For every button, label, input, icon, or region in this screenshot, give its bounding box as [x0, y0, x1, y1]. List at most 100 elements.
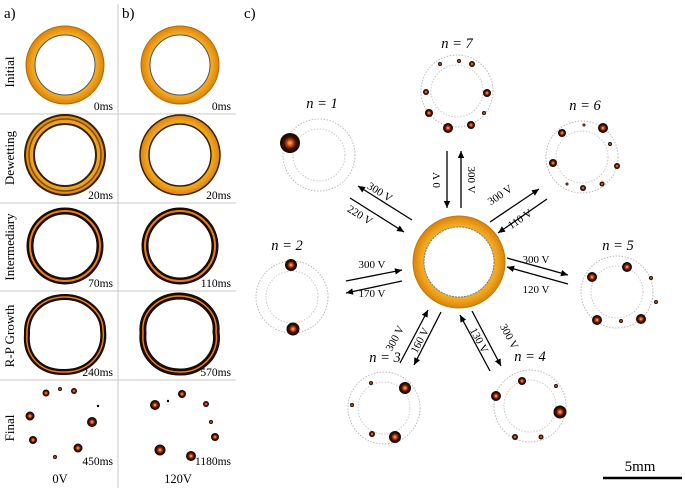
time-a-0: 0ms [94, 101, 114, 113]
droplet [443, 123, 453, 133]
state-label-n2: n = 2 [271, 238, 303, 254]
droplet [614, 163, 620, 169]
stage-labels: Initial Dewetting Intermediary R-P Growt… [2, 56, 17, 441]
state-label-n1: n = 1 [306, 96, 338, 112]
voltage-up-n1: 300 V [365, 180, 394, 205]
droplet [438, 62, 442, 66]
outer-ring-outline [347, 371, 421, 445]
state-ring-n7: n = 7 [420, 36, 494, 133]
panel-c-label: c) [244, 6, 256, 22]
state-ring-n1: n = 1 [280, 96, 356, 192]
droplet [423, 89, 429, 95]
droplet [280, 133, 300, 153]
voltage-a-label: 0V [52, 472, 67, 486]
droplet [482, 111, 486, 115]
droplet [599, 181, 605, 187]
droplet [622, 262, 632, 272]
state-rings: n = 1 n = 2 n = 3 n = 4 n = 5 n = 6 n = 7 [255, 36, 658, 445]
droplet [389, 431, 401, 443]
voltage-up-n6: 300 V [486, 183, 515, 208]
droplet [598, 123, 608, 133]
arrow-from-n6 [497, 198, 548, 234]
arrow-to-n7 [457, 151, 465, 208]
voltage-down-n4: 130 V [467, 326, 490, 356]
arrow-from-n5 [506, 265, 569, 285]
stage-label-initial: Initial [2, 56, 17, 87]
voltage-down-n5: 120 V [523, 284, 550, 296]
voltage-up-n7: 300 V [465, 167, 477, 194]
state-label-n3: n = 3 [369, 350, 401, 366]
droplet [457, 59, 461, 63]
droplet [350, 403, 354, 407]
outer-ring-outline [493, 369, 567, 443]
droplet [553, 405, 567, 419]
voltage-down-n7: 0 V [431, 172, 443, 188]
time-a-1: 20ms [88, 190, 113, 202]
arrow-from-n1 [349, 197, 405, 233]
voltage-down-n1: 220 V [345, 203, 374, 228]
droplet [369, 381, 373, 385]
droplet [608, 142, 612, 146]
arrow-to-n4 [471, 310, 502, 367]
inner-ring-outline [590, 265, 644, 319]
scale-bar-label: 5mm [625, 459, 656, 475]
panel-b-label: b) [122, 6, 135, 22]
droplet [636, 314, 646, 324]
inner-ring-outline [265, 270, 319, 324]
arrow-from-n4 [459, 314, 491, 372]
arrow-to-n5 [506, 257, 569, 277]
center-ring [412, 215, 506, 309]
panel-b-final-droplets [150, 390, 219, 461]
arrow-to-n1 [357, 185, 413, 221]
panel-a-label: a) [4, 6, 16, 22]
state-label-n4: n = 4 [514, 349, 546, 365]
droplet [425, 109, 433, 117]
time-a-3: 240ms [82, 367, 113, 379]
droplet [518, 377, 526, 385]
droplet [654, 300, 658, 304]
time-b-4: 1180ms [195, 456, 232, 468]
arrow-to-n3 [413, 311, 442, 366]
state-label-n5: n = 5 [602, 238, 634, 254]
droplet [558, 129, 566, 137]
droplet [399, 382, 411, 394]
droplet [592, 315, 602, 325]
inner-ring-outline [503, 379, 557, 433]
droplet [565, 182, 569, 186]
outer-ring-outline [545, 120, 619, 194]
voltage-up-n5: 300 V [523, 254, 550, 266]
time-labels: 0ms 20ms 70ms 240ms 450ms 0ms 20ms 110ms… [82, 101, 231, 468]
arrow-from-n7 [443, 151, 451, 208]
arrow-to-n6 [489, 188, 540, 223]
voltage-up-n2: 300 V [359, 259, 386, 271]
inner-ring-outline [357, 381, 411, 435]
voltage-down-n6: 110 V [506, 207, 535, 232]
droplet [538, 434, 544, 440]
stage-label-final: Final [2, 414, 17, 441]
droplet [369, 431, 375, 437]
state-ring-n2: n = 2 [255, 238, 329, 336]
outer-ring-outline [420, 54, 494, 128]
droplet [469, 61, 475, 67]
droplet [491, 391, 501, 401]
time-b-0: 0ms [212, 101, 232, 113]
inner-ring-outline [292, 128, 346, 182]
arrow-to-n2 [345, 268, 403, 282]
state-ring-n5: n = 5 [580, 238, 658, 329]
droplet [483, 89, 491, 97]
stage-label-dewetting: Dewetting [2, 130, 17, 185]
time-b-3: 570ms [200, 367, 231, 379]
droplet [649, 276, 653, 280]
state-ring-n4: n = 4 [491, 349, 567, 443]
droplet [554, 384, 558, 388]
voltage-up-n4: 300 V [497, 322, 520, 352]
time-a-2: 70ms [88, 278, 113, 290]
droplet [587, 272, 597, 282]
droplet [619, 319, 623, 323]
state-ring-n6: n = 6 [545, 98, 620, 194]
droplet [582, 123, 586, 127]
stage-label-rp-growth: R-P Growth [2, 304, 17, 367]
inner-ring-outline [555, 130, 609, 184]
arrow-from-n2 [345, 280, 403, 295]
